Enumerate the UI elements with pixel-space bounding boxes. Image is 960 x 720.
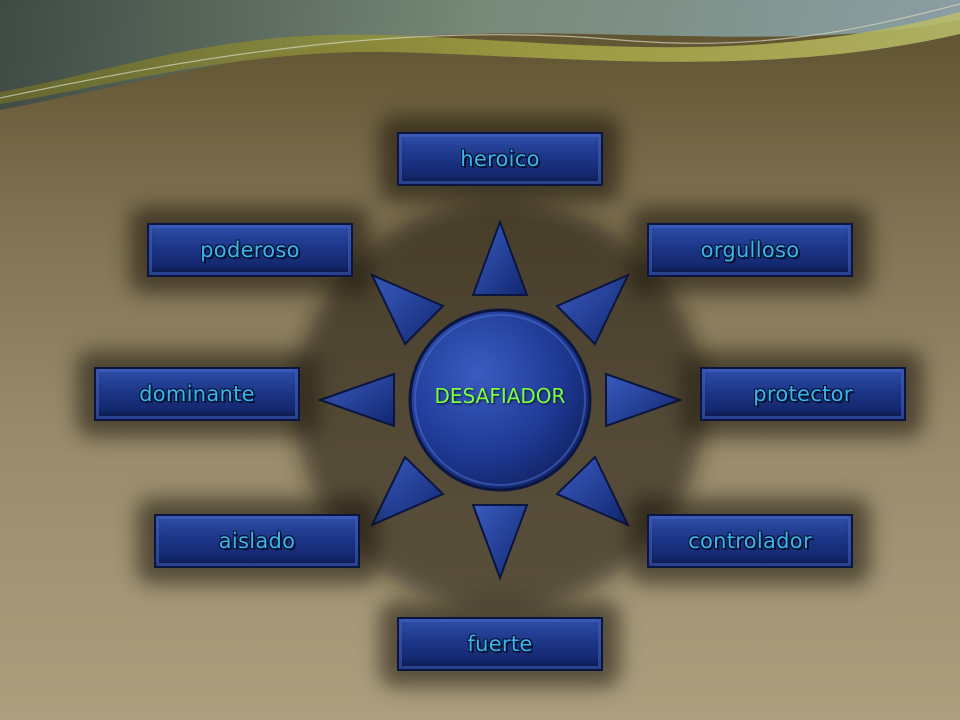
node-label: poderoso <box>200 238 300 262</box>
node-protector: protector <box>700 367 906 421</box>
center-circle-rim <box>414 314 586 486</box>
ray-bottom-right <box>555 455 631 528</box>
node-label: heroico <box>460 147 540 171</box>
wave-yellow <box>0 12 960 104</box>
center-label: DESAFIADOR <box>434 384 566 408</box>
node-label: controlador <box>688 529 812 553</box>
node-label: fuerte <box>467 632 533 656</box>
node-fuerte: fuerte <box>397 617 603 671</box>
node-heroico: heroico <box>397 132 603 186</box>
ray-bottom <box>471 504 529 581</box>
ray-top-right <box>555 273 631 346</box>
node-dominante: dominante <box>94 367 300 421</box>
node-label: aislado <box>218 529 296 553</box>
node-label: protector <box>753 382 853 406</box>
node-aislado: aislado <box>154 514 360 568</box>
node-label: orgulloso <box>700 238 800 262</box>
ray-top <box>471 219 529 296</box>
wave-top <box>0 0 960 110</box>
center-circle <box>408 308 592 492</box>
wave-line <box>0 3 960 99</box>
node-orgulloso: orgulloso <box>647 223 853 277</box>
ray-left <box>316 372 395 428</box>
node-controlador: controlador <box>647 514 853 568</box>
node-label: dominante <box>139 382 255 406</box>
node-poderoso: poderoso <box>147 223 353 277</box>
ray-top-left <box>369 273 445 346</box>
ray-right <box>605 372 684 428</box>
ray-bottom-left <box>369 455 445 528</box>
